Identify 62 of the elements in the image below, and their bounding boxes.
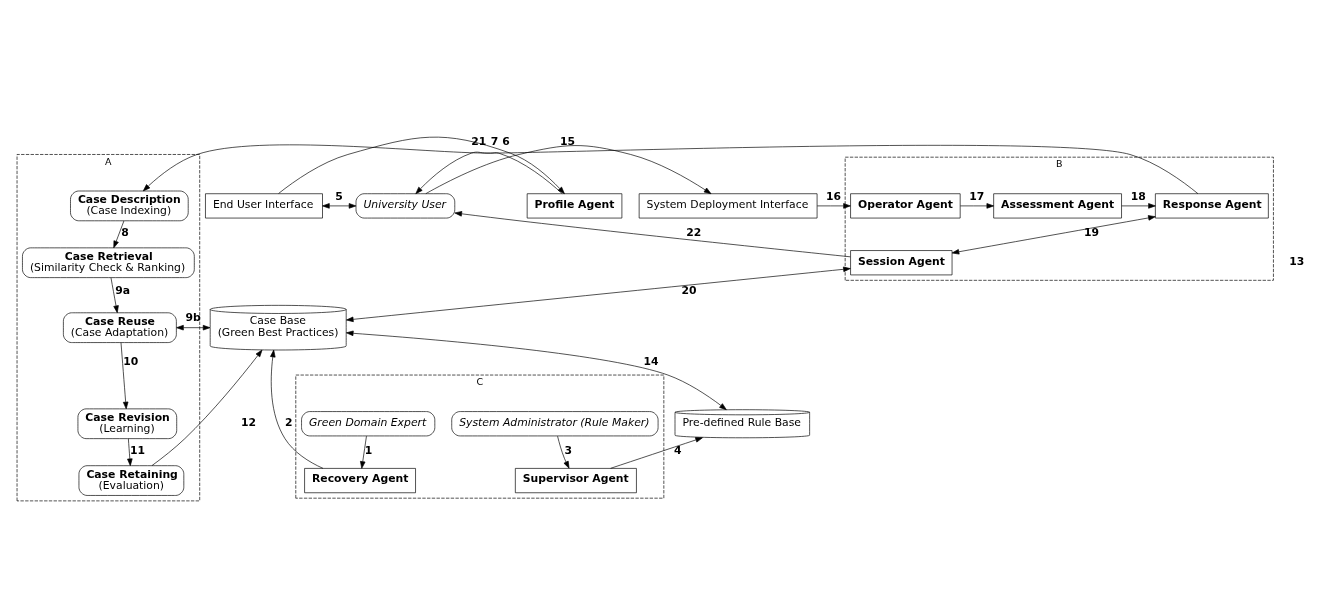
edge-label: 15 [559,134,576,148]
arrow [176,324,211,330]
node-box: Case Description (Case Indexing) [70,190,189,221]
label: 13 [1289,254,1305,268]
node-box: Operator Agent [850,192,961,218]
edge-label: 20 [681,283,697,297]
edge-label: 8 [121,225,129,239]
edge-label: 6 [502,134,510,148]
edge-label: 14 [643,354,659,368]
node-box: University User [355,192,456,218]
edge-label: 4 [673,443,682,457]
node-box: Response Agent [1155,192,1269,218]
edge-label: 11 [130,443,146,457]
edge-label: 2 [284,415,293,429]
arrow [322,202,357,209]
arrow [557,435,570,469]
edge-label: 18 [1130,189,1146,203]
edge-label: 10 [123,354,139,368]
arrow [1121,202,1156,209]
edge-label: 9b [185,310,201,324]
node-box: System Deployment Interface [638,192,818,218]
edge-label: 19 [1083,225,1100,239]
edge-label: 5 [335,189,343,203]
edge-label: 9a [115,283,130,297]
node-box: Assessment Agent [993,192,1122,218]
arrow [454,210,851,257]
edge-label: 22 [686,225,702,239]
edge-label: 7 [490,134,499,148]
arrow [360,435,367,469]
arrow [151,349,263,466]
node-box: Green Domain Expert [301,410,436,436]
arrow [142,144,563,194]
node-box: Case Retaining (Evaluation) [78,464,185,496]
edge-label: 12 [240,415,257,429]
arrow [425,144,712,194]
node-box: System Administrator (Rule Maker) [451,410,659,436]
arrow [110,277,119,313]
edge-label: 16 [826,189,842,203]
arrow [816,202,851,209]
arrow [127,437,133,466]
node-box: End User Interface [205,192,323,218]
edge-label: 21 [471,134,487,148]
node-box: Profile Agent [526,192,623,218]
arrow [346,266,851,322]
arrow [278,136,565,194]
node-box: Case Retrieval (Similarity Check & Ranking) [22,247,195,278]
arrow [610,436,703,469]
node-box: Supervisor Agent [515,467,637,493]
node-box: Session Agent [850,249,953,275]
arrow [415,144,1199,194]
arrow [113,220,125,248]
edge-label: 3 [564,443,572,457]
node-box: Case Reuse (Case Adaptation) [63,311,177,343]
node-box: Recovery Agent [304,467,416,493]
edge-label: 1 [364,443,373,457]
arrow [346,330,727,410]
node-box: Case Revision (Learning) [77,408,178,439]
arrow [951,214,1156,254]
arrow [120,341,129,409]
edge-label: 17 [969,189,985,203]
arrow [960,202,994,209]
arrow [270,349,324,469]
